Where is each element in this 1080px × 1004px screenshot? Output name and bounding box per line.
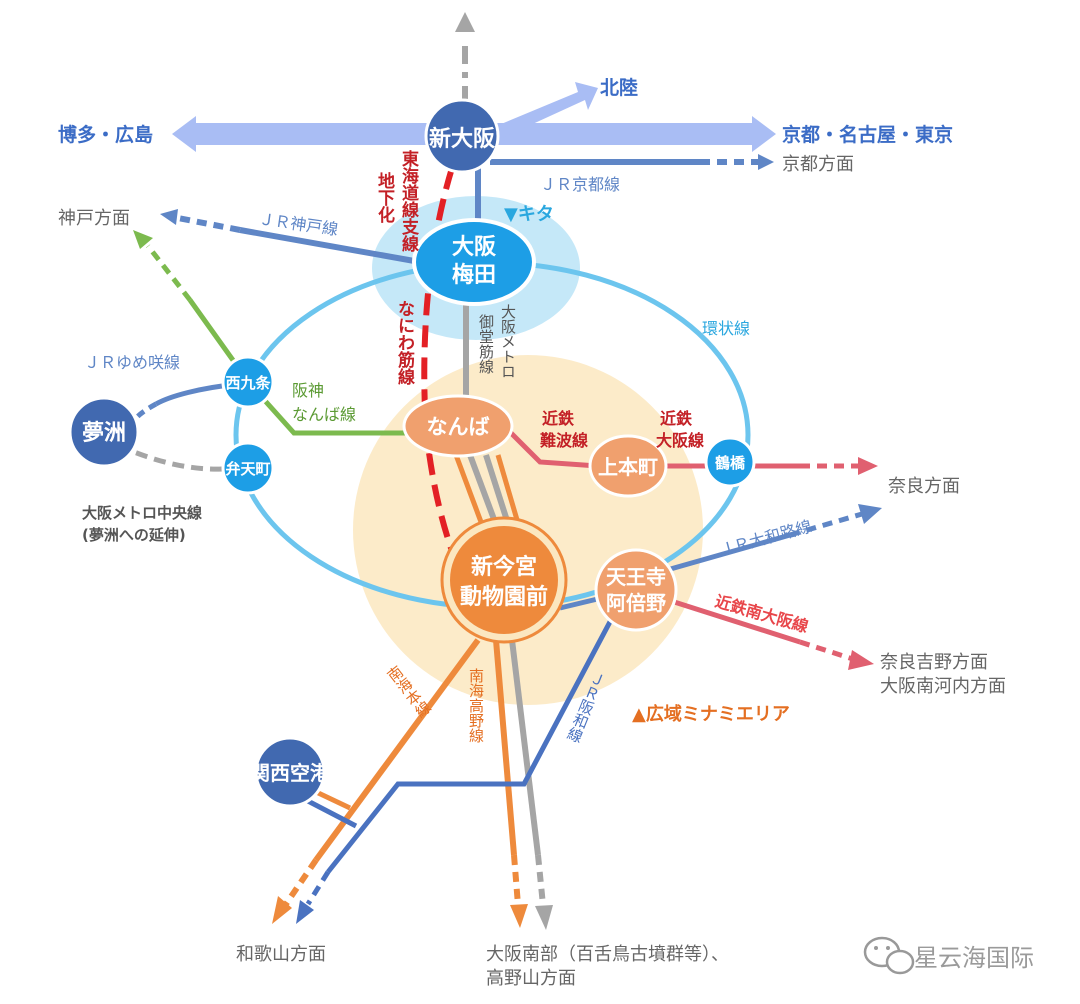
- label-jr-kyoto: ＪＲ京都線: [540, 175, 620, 194]
- station-label: 夢洲: [82, 421, 126, 446]
- line-nankai-koya: [493, 639, 517, 856]
- line-jr-kobe: [239, 227, 421, 265]
- station-label: 新今宮: [471, 554, 537, 580]
- line-kintetsu-namba: [508, 430, 613, 470]
- station-tsuruhashi[interactable]: 鶴橋: [704, 436, 756, 488]
- dest-kyoto-tokyo: 京都・名古屋・東京: [782, 123, 953, 146]
- arrow-jr-hanwa-head: [296, 900, 314, 924]
- station-nishikujo[interactable]: 西九条: [221, 355, 275, 409]
- label-nankai-koya: 南海高野線: [467, 668, 485, 743]
- dest-south-osaka: 大阪南部（百舌鳥古墳群等）、: [486, 944, 729, 965]
- dest-koyasan: 高野山方面: [486, 968, 576, 989]
- station-label: 新大阪: [429, 126, 495, 152]
- label-underground: 地下化: [374, 171, 395, 223]
- line-jr-yamatoji-dash: [789, 511, 863, 538]
- label-hanshin: 阪神: [292, 381, 324, 400]
- arrow-yamatoji-head: [858, 504, 882, 524]
- label-jr-yamatoji: ＪＲ大和路線: [716, 517, 814, 560]
- label-midosuji: 御堂筋線: [477, 314, 495, 374]
- station-yumeshima[interactable]: 夢洲: [68, 396, 140, 468]
- arrow-nankai-koya-head: [510, 904, 528, 928]
- dest-nara: 奈良方面: [888, 476, 960, 497]
- station-label: 大阪: [452, 235, 496, 260]
- label-jr-yumesaki: ＪＲゆめ咲線: [84, 353, 180, 372]
- line-nankai-koya-dash: [511, 854, 521, 906]
- station-kansai-airport[interactable]: 関西空港: [250, 736, 331, 808]
- station-osaka-umeda[interactable]: 大阪 梅田: [412, 218, 536, 306]
- station-label: 阿倍野: [606, 591, 666, 615]
- line-nankai-main: [313, 638, 481, 862]
- arrow-gray-south-head: [535, 905, 553, 930]
- station-shin-osaka[interactable]: 新大阪: [424, 98, 500, 174]
- dest-nara-yoshino: 奈良吉野方面: [880, 652, 988, 673]
- dest-metro-chuo: 大阪メトロ中央線: [82, 504, 202, 522]
- station-label: 天王寺: [606, 565, 666, 589]
- arrow-hakata: [172, 116, 460, 152]
- line-hanshin-namba: [187, 298, 410, 436]
- station-label: 弁天町: [225, 460, 270, 478]
- dest-wakayama: 和歌山方面: [236, 944, 326, 965]
- line-nankai-main-dash: [283, 858, 319, 906]
- arrow-north-head: [455, 12, 475, 32]
- line-namba-shinimamiya-orange: [453, 454, 487, 531]
- arrow-hanshin-head: [133, 230, 153, 249]
- station-label: なんば: [427, 415, 490, 439]
- label-osaka-metro: 大阪メトロ: [499, 304, 517, 379]
- line-gray-south: [509, 639, 541, 856]
- label-tokaido-branch: 東海道線支線: [398, 149, 419, 253]
- watermark-text: 星云海国际: [914, 944, 1034, 972]
- label-hanshin-namba: なんば線: [292, 405, 356, 424]
- line-kintetsu-minami-osaka-dash: [799, 639, 857, 663]
- line-jr-hanwa-dash: [305, 870, 331, 906]
- label-naniwasuji: なにわ筋線: [394, 300, 416, 386]
- label-kintetsu-osaka-2: 大阪線: [656, 431, 704, 450]
- arrow-kyoto-direction: [758, 154, 774, 170]
- area-minami: ▲広域ミナミエリア: [632, 703, 790, 725]
- dest-minami-kawachi: 大阪南河内方面: [880, 676, 1006, 697]
- station-label: 上本町: [598, 455, 658, 479]
- station-namba[interactable]: なんば: [402, 394, 514, 458]
- watermark: 星云海国际: [863, 936, 1034, 975]
- line-hanshin-dash: [146, 244, 192, 302]
- arrow-tokyo: [460, 116, 776, 152]
- station-tennoji[interactable]: 天王寺 阿倍野: [594, 548, 678, 632]
- line-airport-connector-2: [304, 797, 358, 829]
- dest-kobe: 神戸方面: [58, 208, 130, 229]
- station-uehommachi[interactable]: 上本町: [588, 434, 668, 498]
- arrow-nara-direction: [858, 457, 878, 475]
- dest-metro-chuo-ext: (夢洲への延伸): [82, 526, 186, 544]
- dest-hokuriku: 北陸: [600, 76, 638, 99]
- line-jr-hanwa: [326, 616, 615, 874]
- wechat-icon: [863, 936, 915, 975]
- label-kintetsu-osaka: 近鉄: [660, 409, 692, 428]
- line-jr-kobe-dash: [177, 215, 241, 233]
- station-bentencho[interactable]: 弁天町: [221, 441, 275, 495]
- line-gray-south-dash: [535, 854, 546, 906]
- line-kintetsu-minami-osaka: [667, 597, 801, 645]
- line-jr-yumesaki-dash: [134, 401, 158, 420]
- station-label: 鶴橋: [715, 454, 746, 472]
- arrow-nankai-main-head: [272, 896, 292, 924]
- arrow-yoshino-head: [848, 650, 874, 670]
- dest-kyoto-direction: 京都方面: [782, 154, 854, 175]
- label-kintetsu-namba-2: 難波線: [540, 431, 588, 450]
- line-jr-yamatoji: [659, 532, 791, 575]
- area-kita: ▼キタ: [504, 204, 554, 225]
- station-label: 西九条: [225, 374, 271, 392]
- arrow-hokuriku: [482, 82, 598, 144]
- arrow-kobe-direction: [160, 209, 178, 225]
- label-kintetsu-namba: 近鉄: [542, 409, 574, 428]
- station-label: 梅田: [452, 262, 496, 288]
- station-label: 関西空港: [250, 761, 331, 785]
- line-namba-shinimamiya-orange2: [495, 454, 523, 531]
- dest-hakata: 博多・広島: [58, 123, 153, 146]
- station-label: 動物園前: [460, 584, 548, 610]
- station-shin-imamiya[interactable]: 新今宮 動物園前: [440, 516, 568, 644]
- line-metro-chuo-extension: [133, 449, 223, 472]
- label-loop: 環状線: [702, 319, 750, 338]
